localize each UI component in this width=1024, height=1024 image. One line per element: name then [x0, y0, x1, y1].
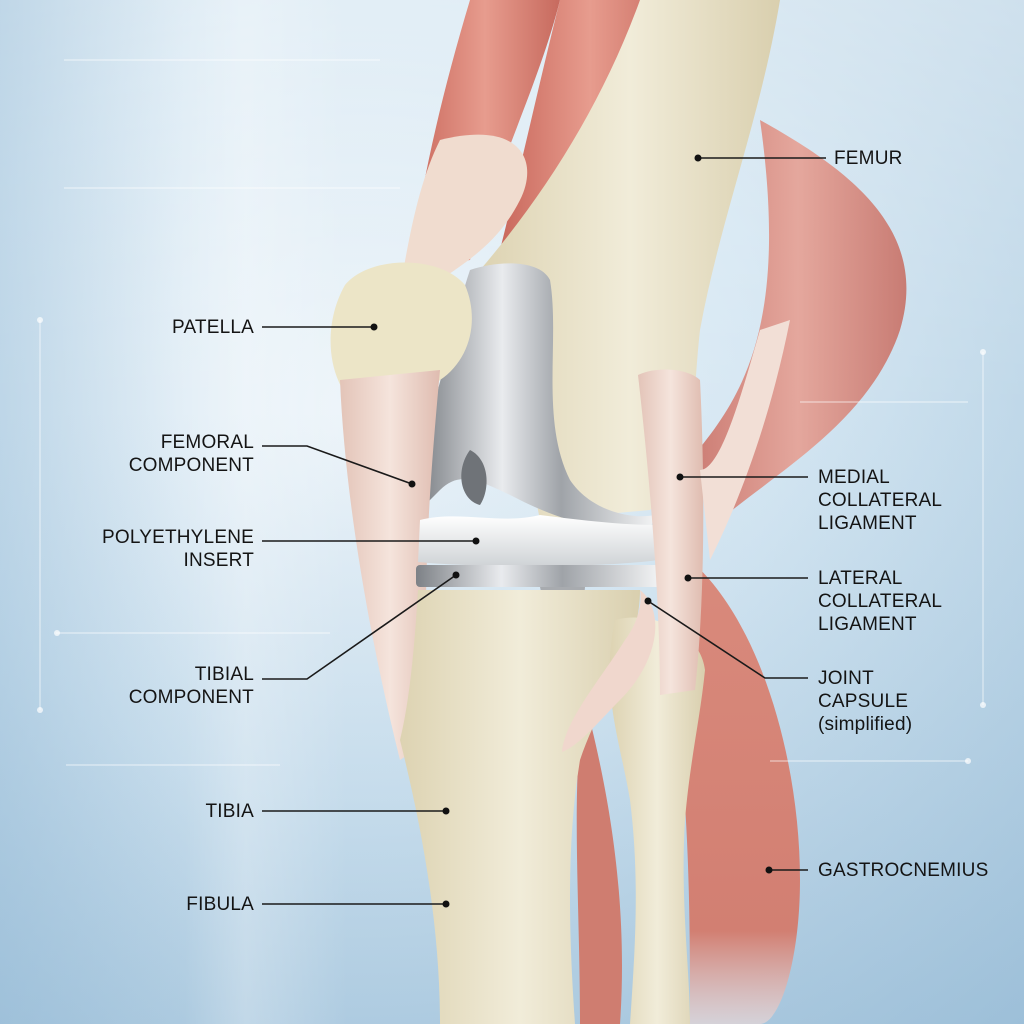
- label-medial-collateral-ligament: MEDIAL COLLATERAL LIGAMENT: [818, 467, 943, 534]
- decorative-hud-lines: [39, 59, 984, 766]
- fibula-bone: [609, 617, 705, 1024]
- medial-collateral-ligament: [638, 369, 704, 695]
- polyethylene-insert: [418, 515, 658, 567]
- femur-bone: [480, 0, 780, 520]
- joint-capsule: [562, 590, 656, 752]
- quad-tendon: [400, 134, 528, 290]
- leader-dots: [370, 154, 773, 908]
- label-lateral-collateral-ligament: LATERAL COLLATERAL LIGAMENT: [818, 568, 943, 635]
- label-femur: FEMUR: [834, 148, 903, 169]
- label-polyethylene-insert: POLYETHYLENE INSERT: [102, 527, 254, 571]
- decorative-hud-dots: [37, 317, 986, 764]
- deep-calf-muscle: [576, 700, 622, 1024]
- lateral-collateral-ligament: [700, 320, 790, 560]
- label-fibula: FIBULA: [186, 894, 254, 915]
- label-gastrocnemius: GASTROCNEMIUS: [818, 860, 989, 881]
- label-joint-capsule: JOINT CAPSULE (simplified): [818, 668, 913, 735]
- label-femoral-component: FEMORAL COMPONENT: [128, 432, 254, 476]
- leader-lines: [262, 157, 826, 905]
- label-tibia: TIBIA: [205, 801, 254, 822]
- label-tibial-component: TIBIAL COMPONENT: [128, 664, 254, 708]
- tibia-bone: [400, 590, 640, 1024]
- tibial-tray: [416, 565, 660, 587]
- label-patella: PATELLA: [171, 317, 254, 338]
- femoral-component-loop: [461, 450, 487, 505]
